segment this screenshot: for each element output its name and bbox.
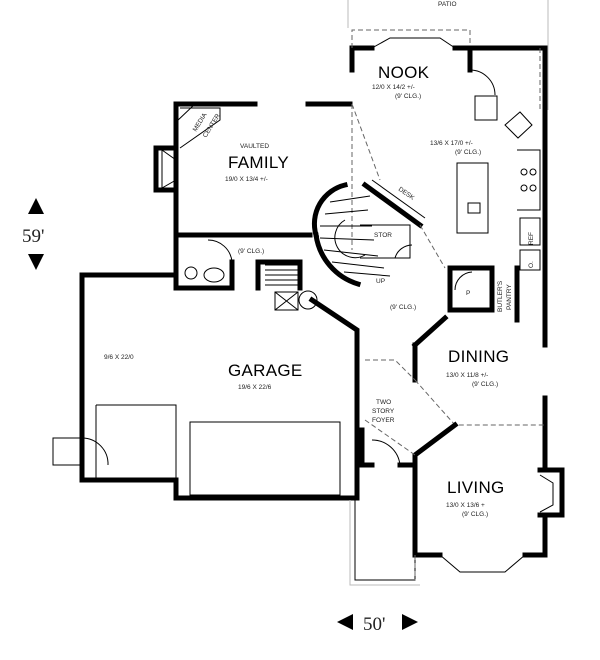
- kitchen-clg: (9' CLG.): [455, 149, 481, 156]
- arrow-down-icon: [28, 254, 44, 270]
- patio-label: PATIO: [438, 1, 457, 8]
- depth-dimension: 59': [22, 198, 44, 270]
- up-label: UP: [376, 278, 385, 285]
- dining-clg: (9' CLG.): [472, 381, 498, 388]
- butlers-pantry-2: PANTRY: [506, 284, 513, 310]
- width-dimension: 50': [337, 614, 418, 635]
- foyer-line1: TWO: [376, 399, 391, 406]
- hall-clg: (9' CLG.): [390, 304, 416, 311]
- width-value: 50': [363, 614, 385, 635]
- utility-clg: (9' CLG.): [238, 248, 264, 255]
- living-clg: (9' CLG.): [462, 511, 488, 518]
- living-name: LIVING: [447, 478, 505, 497]
- arrow-up-icon: [28, 198, 44, 214]
- nook-clg: (9' CLG.): [395, 93, 421, 100]
- foyer-line3: FOYER: [372, 417, 395, 424]
- o-label: O.: [528, 261, 535, 268]
- arrow-right-icon: [402, 614, 418, 630]
- ref-label: REF: [528, 232, 535, 245]
- walls: [52, 29, 565, 586]
- family-name: FAMILY: [228, 153, 289, 172]
- garage-dims: 19/6 X 22/6: [238, 384, 272, 391]
- arrow-left-icon: [337, 614, 353, 630]
- butlers-pantry-1: BUTLER'S: [497, 280, 504, 312]
- labels: NOOK 12/0 X 14/2 +/- (9' CLG.) 13/6 X 17…: [104, 63, 535, 518]
- kitchen-dims: 13/6 X 17/0 +/-: [430, 140, 473, 147]
- family-prefix: VAULTED: [240, 143, 269, 150]
- nook-name: NOOK: [378, 63, 430, 82]
- garage-side-dims: 9/6 X 22/0: [104, 354, 134, 361]
- stor-label: STOR: [374, 232, 392, 239]
- depth-value: 59': [22, 226, 44, 247]
- foyer-line2: STORY: [372, 408, 395, 415]
- garage-name: GARAGE: [228, 361, 303, 380]
- family-dims: 19/0 X 13/4 +/-: [225, 176, 268, 183]
- nook-dims: 12/0 X 14/2 +/-: [372, 84, 415, 91]
- pantry-p-label: P: [466, 290, 470, 297]
- dining-name: DINING: [448, 347, 509, 366]
- dining-dims: 13/0 X 11/8 +/-: [446, 372, 488, 379]
- living-dims: 13/0 X 13/6 +: [446, 502, 485, 509]
- patio: PATIO: [347, 0, 549, 110]
